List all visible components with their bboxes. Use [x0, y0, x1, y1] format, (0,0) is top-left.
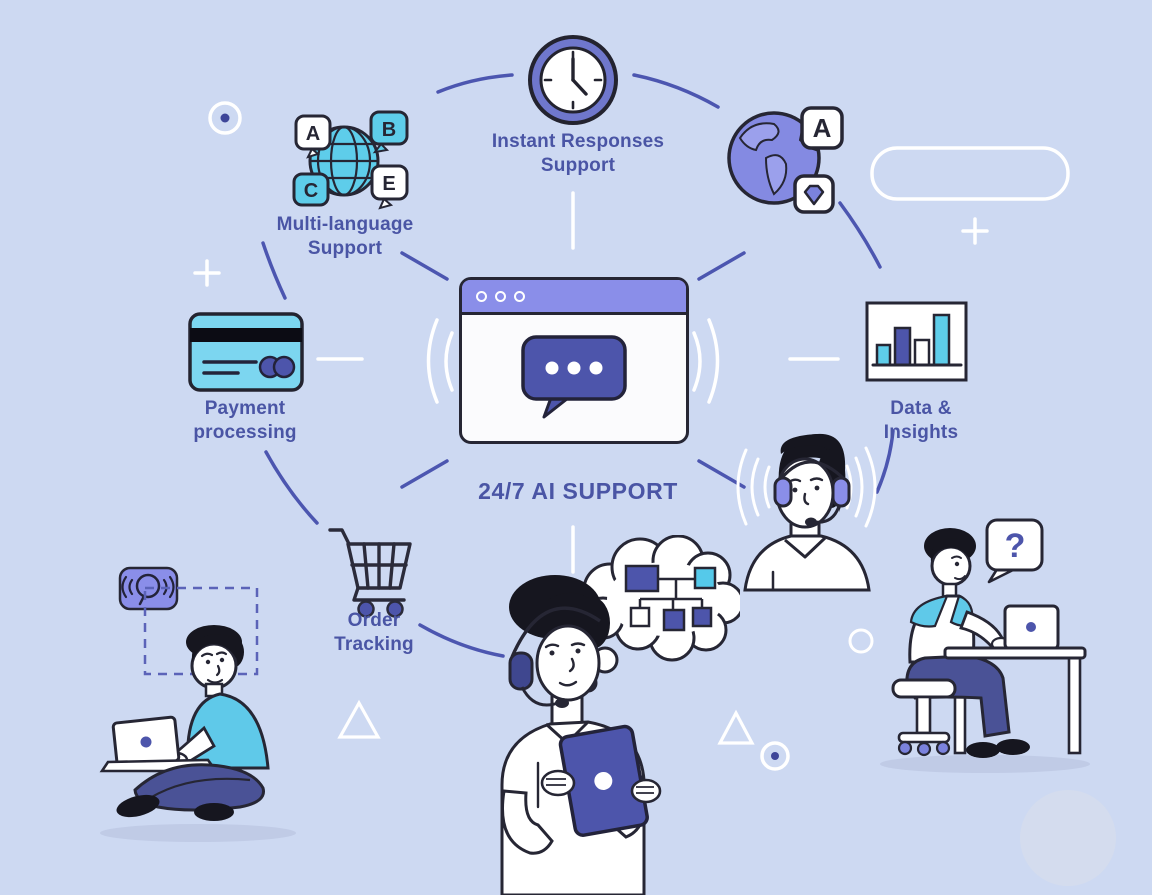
dashed-frame: [143, 586, 259, 676]
label-instant-responses: Instant Responses Support: [491, 131, 665, 176]
svg-text:?: ?: [1005, 527, 1026, 565]
main-title: 24/7 AI SUPPORT: [478, 478, 678, 504]
chat-bubble-icon: [521, 335, 627, 419]
svg-text:E: E: [382, 173, 395, 195]
window-dot: [495, 290, 506, 302]
label-order-tracking: Order Tracking: [334, 610, 414, 655]
bubble-letter-a: A: [294, 114, 332, 159]
triangle-icon: [337, 699, 381, 739]
thought-cloud-flowchart-icon: [578, 535, 740, 693]
circle-dot-icon: [208, 101, 242, 135]
globe-icon: A: [722, 96, 850, 218]
window-dot: [514, 290, 525, 302]
label-multi-language: Multi-language Support: [276, 214, 414, 259]
question-bubble-icon: ?: [985, 518, 1044, 584]
svg-text:A: A: [306, 123, 320, 145]
shopping-cart-icon: [322, 518, 426, 622]
bubble-letter-e: E: [370, 164, 409, 210]
circle-dot-center: [771, 752, 779, 760]
svg-text:A: A: [813, 113, 832, 143]
letter-box: A: [800, 106, 844, 150]
diamond-icon: [793, 174, 835, 214]
bubble-letter-c: C: [292, 172, 330, 207]
bar-chart-icon: [864, 300, 970, 386]
svg-text:B: B: [382, 119, 396, 141]
support-agent-illustration: [733, 420, 893, 592]
faint-corner-circle: [1020, 790, 1116, 886]
agent-sound-waves: [736, 446, 877, 528]
window-titlebar: [462, 280, 686, 315]
language-globe-icon: A B C E: [272, 103, 422, 218]
white-connectors: [316, 191, 840, 574]
clock-icon: [525, 32, 621, 128]
plus-icon: [193, 259, 221, 287]
white-decorations: [193, 101, 1070, 771]
triangle-icon: [717, 709, 755, 745]
bubble-letter-b: B: [369, 110, 409, 154]
label-data-insights: Data & Insights: [883, 398, 959, 443]
chat-window-icon: [459, 277, 689, 444]
connector-arcs: [261, 73, 895, 658]
label-payment-processing: Payment processing: [193, 398, 297, 443]
credit-card-icon: [182, 306, 310, 402]
window-dot: [476, 290, 487, 302]
svg-text:C: C: [304, 180, 318, 202]
pill-outline: [870, 146, 1070, 201]
circle-dot-icon: [760, 741, 790, 771]
customer-floor-illustration: [80, 550, 310, 845]
circle-dot-center: [220, 113, 230, 123]
circle-outline-icon: [848, 628, 874, 654]
customer-tablet-illustration: [440, 535, 740, 895]
customer-desk-illustration: ?: [855, 500, 1152, 790]
sound-wave-arcs: [426, 318, 720, 404]
plus-icon: [961, 217, 989, 245]
